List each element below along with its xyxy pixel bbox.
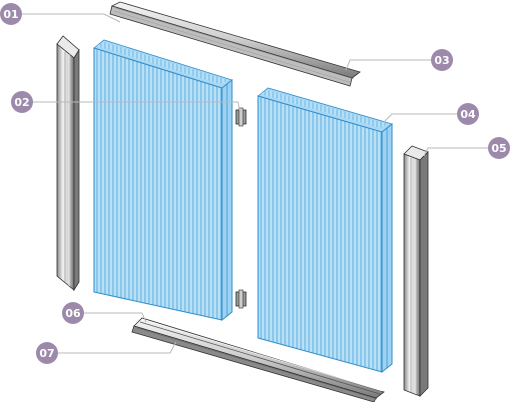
leader-05 bbox=[423, 147, 490, 157]
leader-04 bbox=[383, 113, 458, 123]
leader-03 bbox=[345, 59, 432, 71]
callout-04: 04 bbox=[457, 103, 479, 125]
svg-text:07: 07 bbox=[39, 347, 54, 360]
panel-left bbox=[93, 39, 233, 322]
leader-lines bbox=[21, 13, 490, 354]
leader-02 bbox=[32, 101, 241, 113]
leader-01 bbox=[21, 13, 121, 23]
callout-01: 01 bbox=[0, 3, 22, 25]
side-profile-left bbox=[56, 35, 80, 292]
svg-text:01: 01 bbox=[3, 8, 18, 21]
callout-03: 03 bbox=[431, 49, 453, 71]
side-profile-right bbox=[403, 145, 429, 397]
connector-clip-top bbox=[235, 107, 247, 127]
callout-07: 07 bbox=[36, 342, 58, 364]
callout-05: 05 bbox=[488, 137, 510, 159]
panel-right bbox=[257, 87, 393, 374]
top-profile bbox=[109, 1, 361, 87]
callout-02: 02 bbox=[11, 91, 33, 113]
leader-07 bbox=[56, 341, 177, 354]
leader-06 bbox=[82, 312, 147, 323]
svg-text:06: 06 bbox=[65, 307, 81, 320]
svg-text:03: 03 bbox=[434, 54, 449, 67]
svg-text:04: 04 bbox=[460, 108, 476, 121]
svg-text:02: 02 bbox=[14, 96, 29, 109]
svg-text:05: 05 bbox=[491, 142, 506, 155]
callout-06: 06 bbox=[62, 302, 84, 324]
bottom-profile bbox=[131, 317, 385, 402]
connector-clip-bottom bbox=[235, 289, 247, 309]
